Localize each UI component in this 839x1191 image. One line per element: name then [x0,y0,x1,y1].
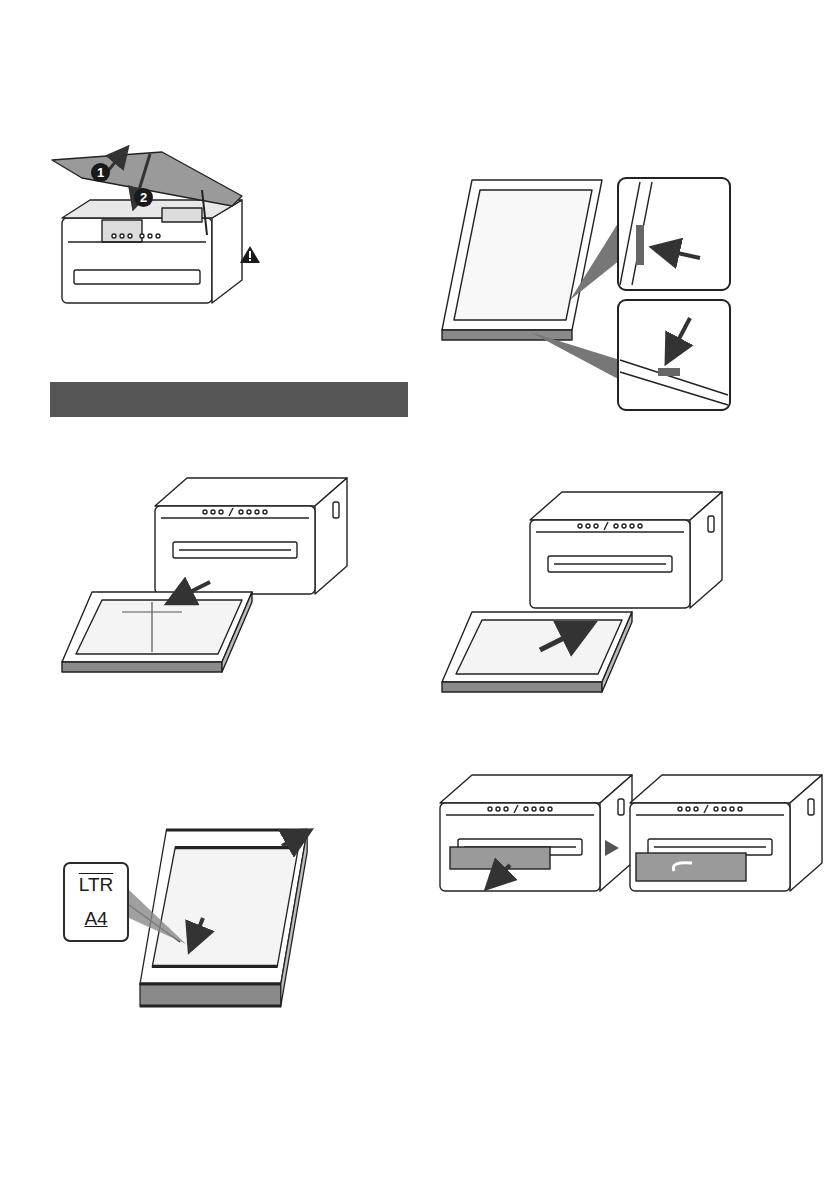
callout-number: 2 [134,188,153,207]
callout-number: 1 [97,166,104,179]
callout-number: 2 [140,191,147,204]
paper-size: A4 [84,908,107,930]
callout-number: 1 [91,163,110,182]
paper-size-label: LTR A4 [63,862,129,942]
paper-size: LTR [79,874,113,896]
